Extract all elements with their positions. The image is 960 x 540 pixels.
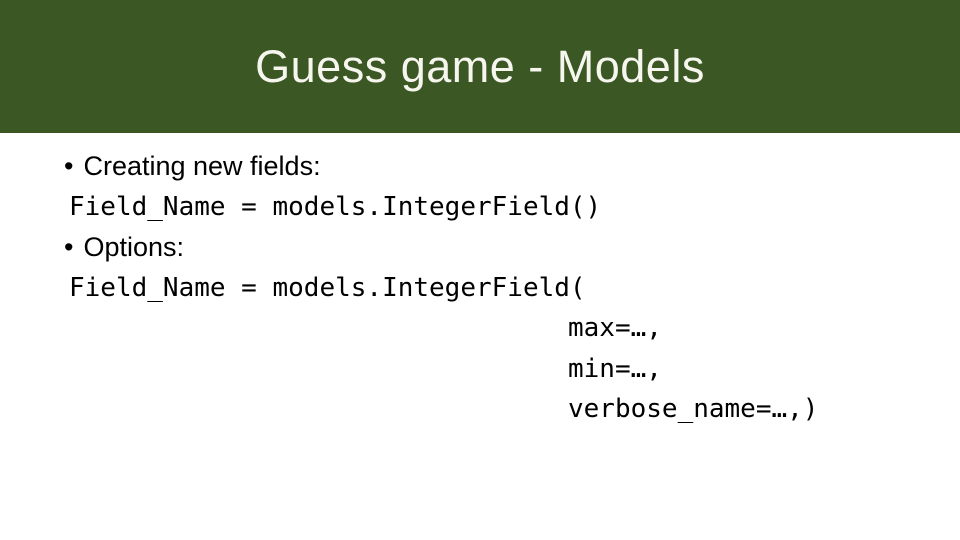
slide-header: Guess game - Models: [0, 0, 960, 133]
bullet-line: • Options:: [64, 227, 960, 268]
code-line: Field_Name = models.IntegerField(: [69, 268, 960, 309]
bullet-text: Creating new fields:: [83, 150, 321, 181]
bullet-icon: •: [64, 231, 74, 262]
slide-title: Guess game - Models: [255, 40, 705, 92]
code-text: verbose_name=…,): [568, 394, 819, 425]
code-text: min=…,: [568, 353, 662, 384]
bullet-line: • Creating new fields:: [64, 146, 960, 187]
code-text: Field_Name = models.IntegerField(): [69, 191, 602, 222]
bullet-icon: •: [64, 150, 74, 181]
code-text: Field_Name = models.IntegerField(: [69, 272, 586, 303]
code-text: max=…,: [568, 313, 662, 344]
slide-body: • Creating new fields: Field_Name = models…: [0, 133, 960, 430]
code-line: max=…,: [568, 308, 960, 349]
code-line: min=…,: [568, 349, 960, 390]
bullet-text: Options:: [83, 231, 185, 262]
code-line: Field_Name = models.IntegerField(): [69, 187, 960, 228]
code-line: verbose_name=…,): [568, 389, 960, 430]
